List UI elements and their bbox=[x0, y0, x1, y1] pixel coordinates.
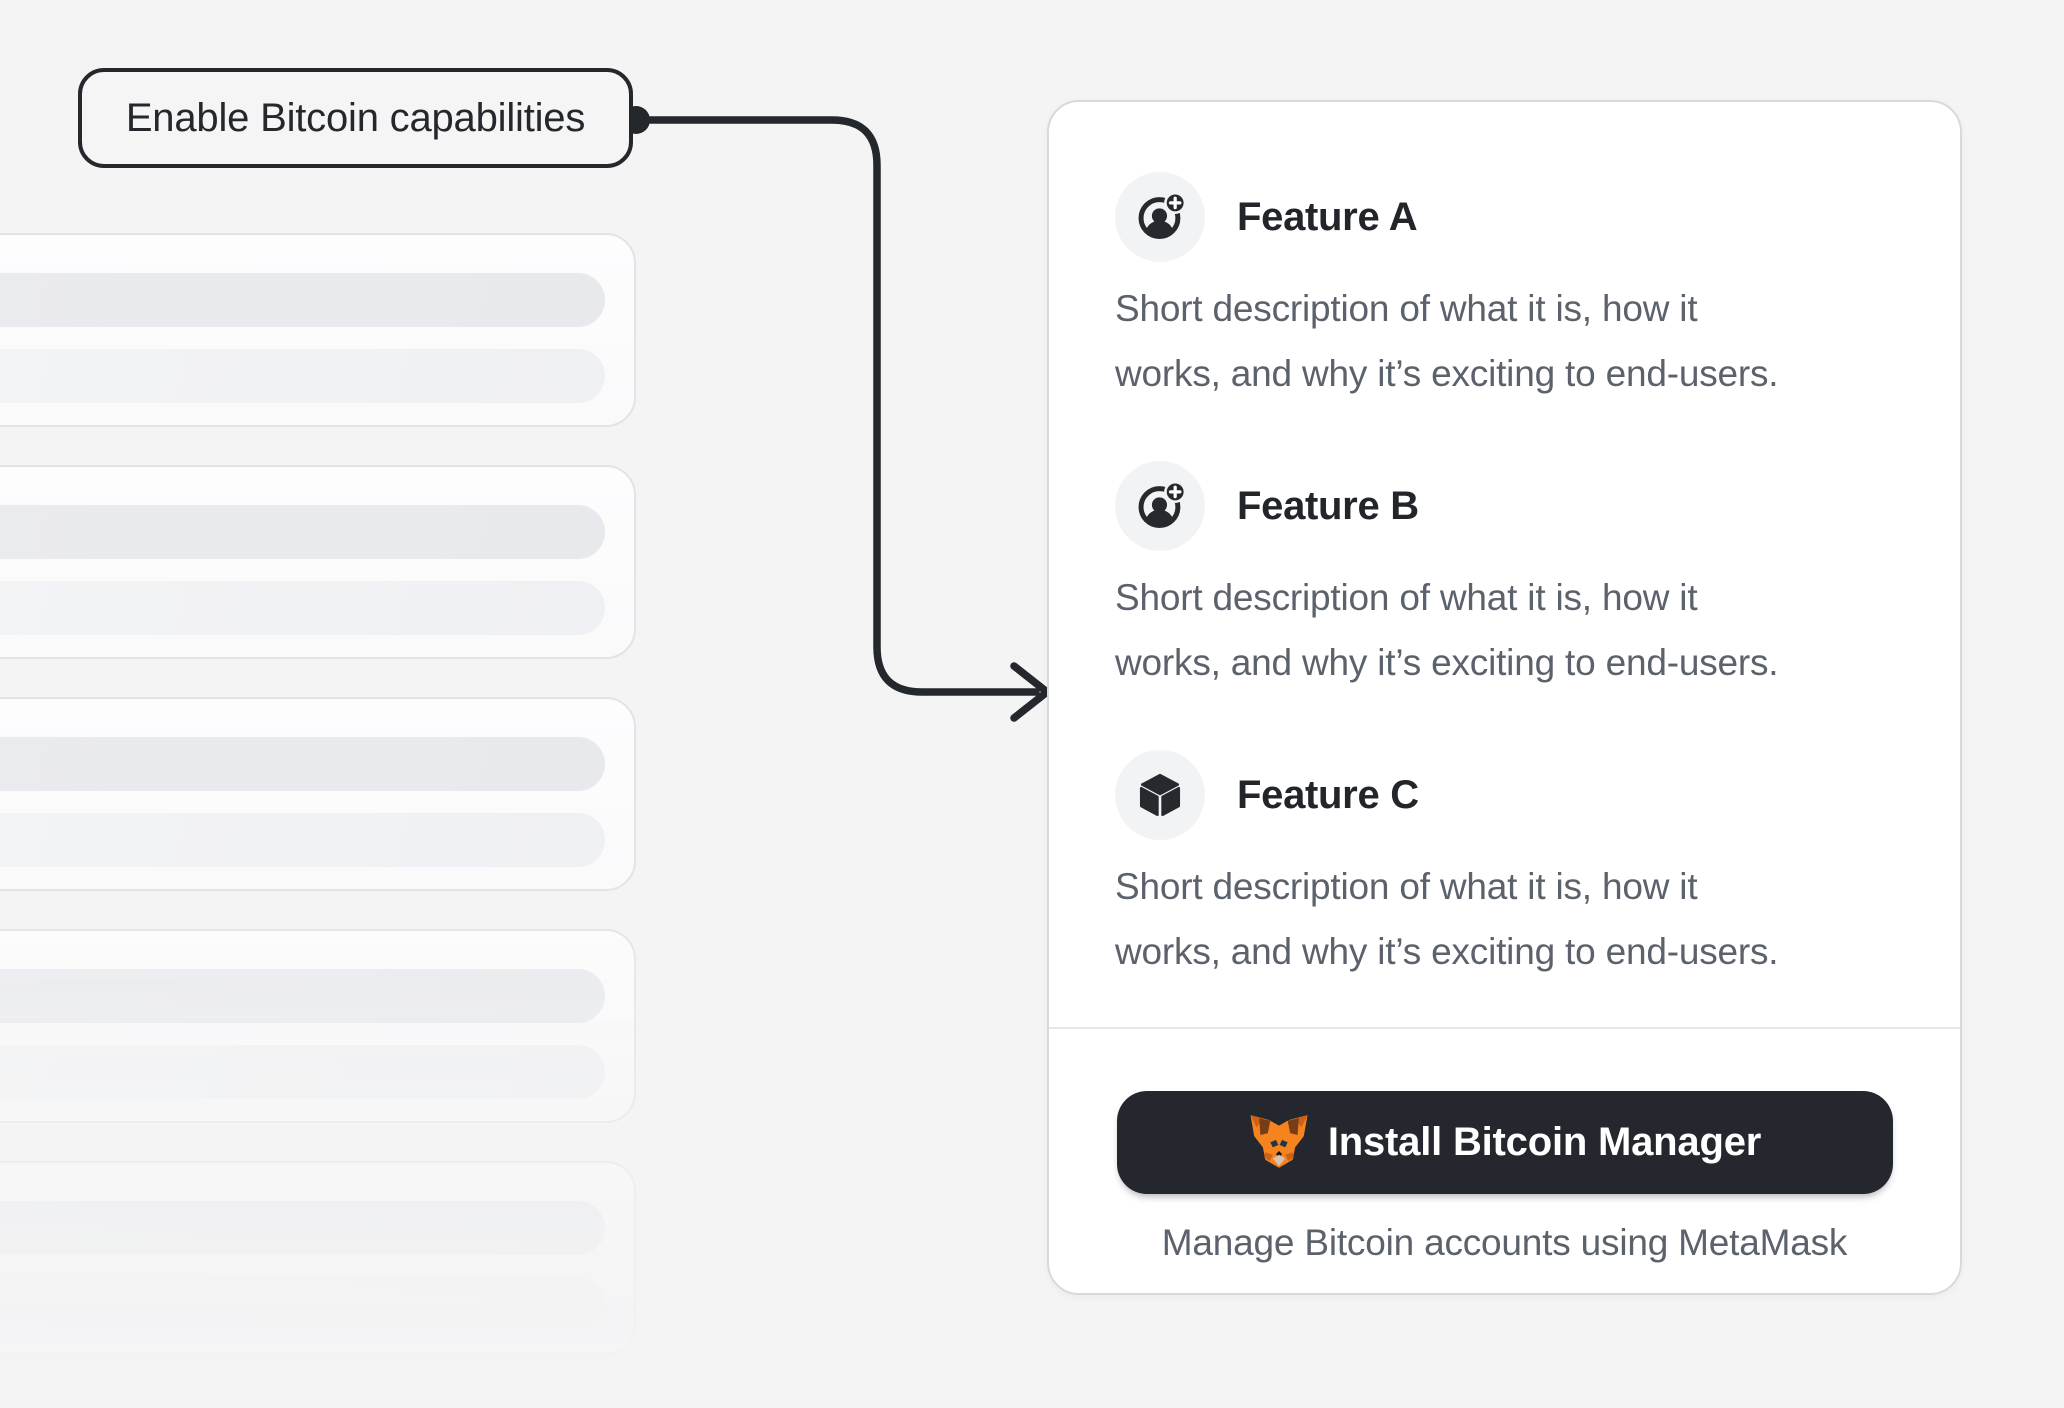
skeleton-bar bbox=[0, 1045, 605, 1099]
footer-caption: Manage Bitcoin accounts using MetaMask bbox=[1161, 1222, 1848, 1263]
feature-title: Feature B bbox=[1237, 483, 1419, 528]
feature-row-a: Feature A bbox=[1115, 172, 1894, 262]
connector-line bbox=[632, 116, 1040, 696]
skeleton-bar bbox=[0, 1201, 605, 1255]
feature-row-c: Feature C bbox=[1115, 750, 1894, 840]
skeleton-bar bbox=[0, 349, 605, 403]
skeleton-bar bbox=[0, 813, 605, 867]
feature-description: Short description of what it is, how it … bbox=[1115, 288, 1779, 394]
feature-title: Feature C bbox=[1237, 772, 1419, 817]
skeleton-card bbox=[0, 1161, 636, 1355]
skeleton-card bbox=[0, 233, 636, 427]
skeleton-bar bbox=[0, 273, 605, 327]
skeleton-list bbox=[0, 233, 636, 1373]
callout-enable-bitcoin: Enable Bitcoin capabilities bbox=[78, 68, 633, 168]
feature-description: Short description of what it is, how it … bbox=[1115, 577, 1779, 683]
account-add-icon bbox=[1115, 172, 1205, 262]
install-bitcoin-manager-button[interactable]: Install Bitcoin Manager bbox=[1116, 1091, 1893, 1194]
skeleton-card bbox=[0, 697, 636, 891]
feature-row-b: Feature B bbox=[1115, 461, 1894, 551]
feature-title: Feature A bbox=[1237, 194, 1418, 239]
skeleton-bar bbox=[0, 969, 605, 1023]
install-button-label: Install Bitcoin Manager bbox=[1327, 1120, 1762, 1164]
callout-label: Enable Bitcoin capabilities bbox=[125, 95, 586, 140]
metamask-fox-icon bbox=[1248, 1113, 1310, 1173]
skeleton-bar bbox=[0, 737, 605, 791]
skeleton-bar bbox=[0, 1277, 605, 1331]
skeleton-bar bbox=[0, 581, 605, 635]
feature-panel: Feature A Short description of what it i… bbox=[1047, 100, 1962, 1295]
feature-description: Short description of what it is, how it … bbox=[1115, 866, 1779, 972]
cube-icon bbox=[1115, 750, 1205, 840]
account-add-icon bbox=[1115, 461, 1205, 551]
panel-footer: Install Bitcoin Manager Manage Bitcoin a… bbox=[1049, 1027, 1960, 1293]
skeleton-card bbox=[0, 465, 636, 659]
arrowhead-icon bbox=[1010, 662, 1051, 722]
feature-list: Feature A Short description of what it i… bbox=[1049, 172, 1960, 984]
skeleton-card bbox=[0, 929, 636, 1123]
skeleton-bar bbox=[0, 505, 605, 559]
